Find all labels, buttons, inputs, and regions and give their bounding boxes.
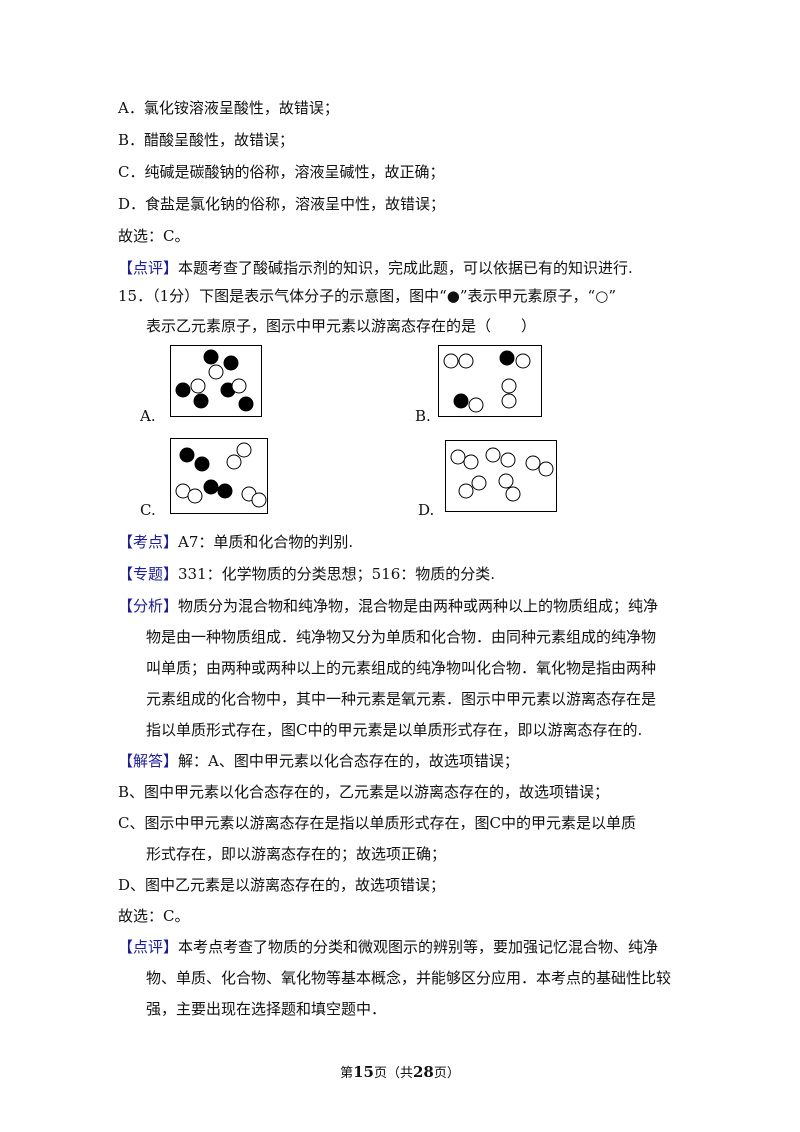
option-c-molecules bbox=[175, 442, 267, 508]
prev-option-d: D．食盐是氯化钠的俗称，溶液呈中性，故错误； bbox=[118, 195, 446, 213]
white-atom bbox=[231, 378, 247, 394]
jieda-tag: 【解答】 bbox=[118, 752, 179, 770]
white-atom bbox=[226, 454, 242, 470]
comment-tag: 【点评】 bbox=[118, 259, 179, 277]
white-atom bbox=[505, 486, 521, 502]
white-atom bbox=[187, 488, 203, 504]
option-d-label: D. bbox=[418, 501, 435, 519]
prev-answer: 故选：C。 bbox=[118, 227, 190, 245]
prev-option-c: C．纯碱是碳酸钠的俗称，溶液呈碱性，故正确； bbox=[118, 163, 445, 181]
kaodian-tag: 【考点】 bbox=[118, 533, 179, 551]
option-a-molecules bbox=[175, 349, 254, 412]
jieda-line-4: 形式存在，即以游离态存在的；故选项正确； bbox=[146, 845, 447, 863]
kaodian: 【考点】A7：单质和化合物的判别. bbox=[118, 532, 353, 552]
white-atom bbox=[443, 353, 459, 369]
option-a-label: A. bbox=[140, 407, 156, 425]
jieda-line-2: B、图中甲元素以化合态存在的，乙元素是以游离态存在的，故选项错误； bbox=[118, 783, 610, 801]
option-b-diagram bbox=[438, 345, 542, 417]
option-b-molecules bbox=[443, 350, 531, 413]
jieda-line-6: 故选：C。 bbox=[118, 907, 190, 925]
dianping-line-3: 强，主要出现在选择题和填空题中． bbox=[146, 1000, 387, 1018]
white-atom bbox=[450, 449, 466, 465]
white-atom bbox=[463, 454, 479, 470]
zhuanti: 【专题】331：化学物质的分类思想；516：物质的分类. bbox=[118, 564, 495, 584]
white-atom bbox=[500, 452, 516, 468]
white-atom bbox=[498, 473, 514, 489]
white-atom bbox=[515, 353, 531, 369]
kaodian-text: A7：单质和化合物的判别. bbox=[178, 533, 354, 551]
white-atom bbox=[501, 393, 517, 409]
black-atom bbox=[499, 350, 515, 366]
white-atom bbox=[501, 378, 517, 394]
comment-text: 本题考查了酸碱指示剂的知识，完成此题，可以依据已有的知识进行. bbox=[178, 259, 633, 277]
white-atom bbox=[538, 461, 554, 477]
black-atom bbox=[175, 382, 191, 398]
footer-page-number: 15 bbox=[353, 1063, 374, 1081]
black-atom bbox=[179, 447, 195, 463]
jieda-line-5: D、图中乙元素是以游离态存在的，故选项错误； bbox=[118, 876, 446, 894]
zhuanti-tag: 【专题】 bbox=[118, 565, 179, 583]
option-c-diagram bbox=[170, 438, 268, 514]
option-b-label: B. bbox=[415, 407, 431, 425]
white-atom bbox=[471, 475, 487, 491]
fenxi-line-4: 元素组成的化合物中，其中一种元素是氧元素．图示中甲元素以游离态存在是 bbox=[146, 690, 657, 708]
question-line-2: 表示乙元素原子，图示中甲元素以游离态存在的是（ ） bbox=[146, 317, 537, 335]
option-a-diagram bbox=[170, 345, 262, 417]
black-atom bbox=[238, 396, 254, 412]
footer-mid: 页（共 bbox=[373, 1066, 413, 1081]
prev-comment: 【点评】本题考查了酸碱指示剂的知识，完成此题，可以依据已有的知识进行. bbox=[118, 258, 633, 278]
white-atom bbox=[525, 455, 541, 471]
black-atom bbox=[193, 393, 209, 409]
dianping-line-2: 物、单质、化合物、氧化物等基本概念，并能够区分应用．本考点的基础性比较 bbox=[146, 969, 672, 987]
white-atom bbox=[468, 397, 484, 413]
white-atom bbox=[236, 442, 252, 458]
fenxi-tag: 【分析】 bbox=[118, 597, 179, 615]
footer-total-pages: 28 bbox=[413, 1063, 434, 1081]
white-atom bbox=[251, 492, 267, 508]
question-line-1: 15．（1分）下图是表示气体分子的示意图，图中“●”表示甲元素原子，“○” bbox=[118, 287, 616, 305]
white-atom bbox=[485, 447, 501, 463]
black-atom bbox=[217, 483, 233, 499]
dianping-line-1: 【点评】本考点考查了物质的分类和微观图示的辨别等，要加强记忆混合物、纯净 bbox=[118, 937, 658, 957]
white-atom bbox=[458, 353, 474, 369]
dianping-text: 本考点考查了物质的分类和微观图示的辨别等，要加强记忆混合物、纯净 bbox=[178, 938, 659, 956]
option-d-molecules bbox=[450, 447, 554, 502]
jieda-line-1: 【解答】解：A、图中甲元素以化合态存在的，故选项错误； bbox=[118, 751, 519, 771]
prev-option-b: B．醋酸呈酸性，故错误； bbox=[118, 131, 295, 149]
fenxi-line-5: 指以单质形式存在，图C中的甲元素是以单质形式存在，即以游离态存在的. bbox=[146, 721, 643, 739]
fenxi-line-3: 叫单质；由两种或两种以上的元素组成的纯净物叫化合物．氧化物是指由两种 bbox=[146, 659, 657, 677]
dianping-tag: 【点评】 bbox=[118, 938, 179, 956]
footer-pre: 第 bbox=[340, 1066, 354, 1081]
jieda-line-3: C、图示中甲元素以游离态存在是指以单质形式存在，图C中的甲元素是以单质 bbox=[118, 814, 636, 832]
page-footer: 第15页（共28页） bbox=[0, 1062, 800, 1081]
jieda-text: 解：A、图中甲元素以化合态存在的，故选项错误； bbox=[178, 752, 519, 770]
black-atom bbox=[203, 479, 219, 495]
fenxi-line-1: 【分析】物质分为混合物和纯净物，混合物是由两种或两种以上的物质组成；纯净 bbox=[118, 596, 658, 616]
black-atom bbox=[194, 456, 210, 472]
option-d-diagram bbox=[445, 440, 557, 512]
fenxi-line-2: 物是由一种物质组成．纯净物又分为单质和化合物．由同种元素组成的纯净物 bbox=[146, 628, 657, 646]
white-atom bbox=[208, 364, 224, 380]
black-atom bbox=[223, 355, 239, 371]
prev-option-a: A．氯化铵溶液呈酸性，故错误； bbox=[118, 99, 339, 117]
footer-post: 页） bbox=[433, 1066, 460, 1081]
white-atom bbox=[190, 378, 206, 394]
fenxi-text: 物质分为混合物和纯净物，混合物是由两种或两种以上的物质组成；纯净 bbox=[178, 597, 659, 615]
zhuanti-text: 331：化学物质的分类思想；516：物质的分类. bbox=[178, 565, 496, 583]
option-c-label: C. bbox=[140, 501, 156, 519]
black-atom bbox=[453, 393, 469, 409]
black-atom bbox=[203, 349, 219, 365]
white-atom bbox=[458, 483, 474, 499]
